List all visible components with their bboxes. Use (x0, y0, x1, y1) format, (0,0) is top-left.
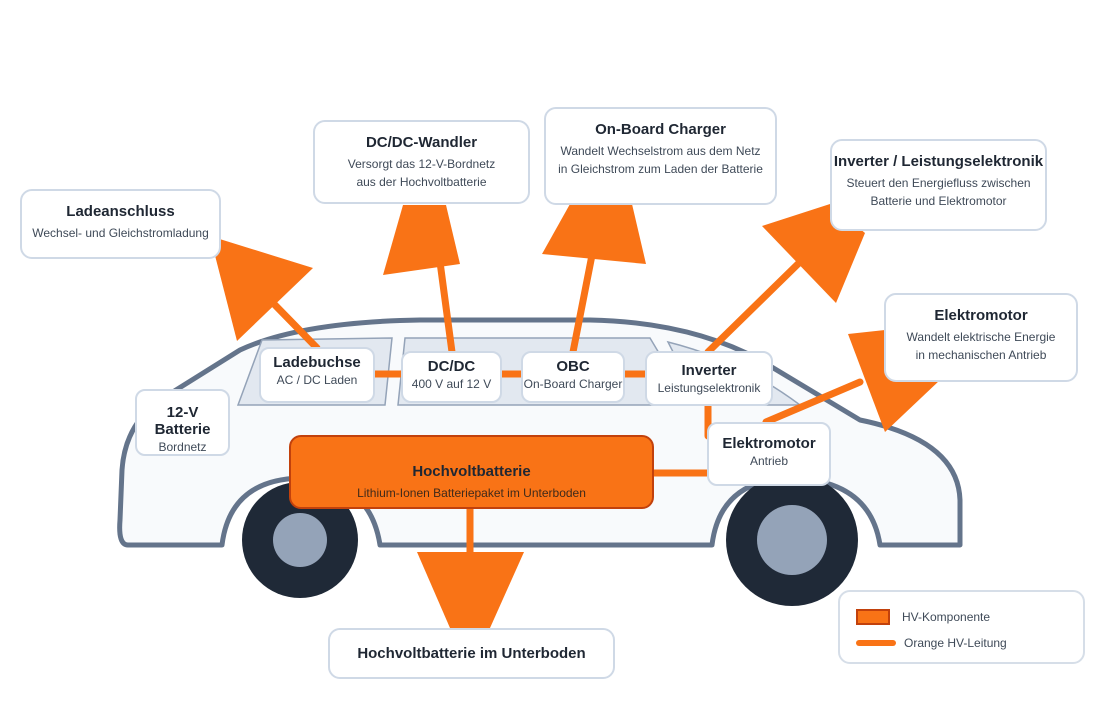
legend-label: Orange HV-Leitung (904, 636, 1007, 650)
callout-title: Inverter / Leistungselektronik (833, 153, 1044, 170)
callout-title: DC/DC-Wandler (365, 134, 478, 151)
pointer-stem-motor (762, 378, 864, 426)
arrowhead-ladeanschluss (210, 236, 313, 341)
arrowhead-obc (542, 204, 646, 264)
pointer-stem-dcdc (436, 258, 456, 356)
callout-inverter-leistungselektronik: Inverter / Leistungselektronik Steuert d… (830, 139, 1047, 231)
callout-desc-line1: Wandelt elektrische Energie (906, 330, 1056, 344)
component-title: Elektromotor (722, 435, 816, 452)
legend-label: HV-Komponente (902, 610, 991, 624)
component-title: Ladebuchse (273, 354, 361, 371)
callout-desc-line1: Steuert den Energiefluss zwischen (846, 176, 1031, 190)
callout-title: Elektromotor (934, 307, 1028, 324)
legend: HV-Komponente Orange HV-Leitung (838, 590, 1085, 664)
component-obc: OBC On-Board Charger (521, 351, 625, 403)
callout-elektromotor: Elektromotor Wandelt elektrische Energie… (884, 293, 1078, 382)
callout-ladeanschluss: Ladeanschluss Wechsel- und Gleichstromla… (20, 189, 221, 259)
arrowhead-dcdc-wandler (383, 205, 460, 275)
callout-desc-line1: Wandelt Wechselstrom aus dem Netz (560, 144, 761, 158)
callout-hv-unterboden: Hochvoltbatterie im Unterboden (328, 628, 615, 679)
callout-title: Ladeanschluss (66, 203, 175, 220)
callout-desc: Wechsel- und Gleichstromladung (32, 226, 209, 240)
component-title: Inverter (681, 362, 737, 379)
component-title: OBC (556, 358, 590, 375)
hv-component-swatch-icon (856, 609, 890, 625)
callout-onboard-charger: On-Board Charger Wandelt Wechselstrom au… (544, 107, 777, 205)
component-ladebuchse: Ladebuchse AC / DC Laden (259, 347, 375, 403)
component-inverter: Inverter Leistungselektronik (645, 351, 773, 406)
component-title: 12-V Batterie (154, 404, 211, 438)
component-12v-batterie: 12-V Batterie Bordnetz (135, 389, 230, 456)
component-title: DC/DC (427, 358, 476, 375)
callout-desc-line2: Batterie und Elektromotor (870, 194, 1007, 208)
hv-line-swatch-icon (856, 640, 896, 646)
callout-desc-line2: aus der Hochvoltbatterie (356, 175, 487, 189)
callout-dcdc-wandler: DC/DC-Wandler Versorgt das 12-V-Bordnetz… (313, 120, 530, 204)
callout-title: On-Board Charger (595, 121, 726, 138)
component-subtitle: Lithium-Ionen Batteriepaket im Unterbode… (357, 486, 586, 500)
wheel-rear-hub (757, 505, 827, 575)
pointer-stem-obc (569, 246, 597, 356)
component-dcdc: DC/DC 400 V auf 12 V (401, 351, 502, 403)
component-title: Hochvoltbatterie (412, 463, 531, 480)
component-subtitle: 400 V auf 12 V (411, 377, 492, 391)
component-subtitle: AC / DC Laden (276, 373, 358, 387)
component-hochvoltbatterie: Hochvoltbatterie Lithium-Ionen Batteriep… (289, 435, 654, 509)
component-subtitle: Antrieb (749, 454, 789, 468)
wheel-front-hub (273, 513, 327, 567)
pointer-stem-ladebuchse (271, 301, 321, 352)
component-subtitle: On-Board Charger (523, 377, 623, 391)
callout-title: Hochvoltbatterie im Unterboden (357, 645, 586, 662)
pointer-stem-inverter (704, 258, 804, 356)
callout-desc-line2: in mechanischen Antrieb (915, 348, 1047, 362)
callout-desc-line1: Versorgt das 12-V-Bordnetz (347, 157, 496, 171)
callout-desc-line2: in Gleichstrom zum Laden der Batterie (558, 162, 763, 176)
arrowhead-unterboden (417, 552, 524, 628)
legend-item-hv-leitung: Orange HV-Leitung (856, 636, 1007, 650)
component-subtitle: Leistungselektronik (657, 381, 761, 395)
component-elektromotor: Elektromotor Antrieb (707, 422, 831, 486)
component-subtitle: Bordnetz (158, 440, 207, 454)
legend-item-hv-komponente: HV-Komponente (856, 609, 990, 625)
